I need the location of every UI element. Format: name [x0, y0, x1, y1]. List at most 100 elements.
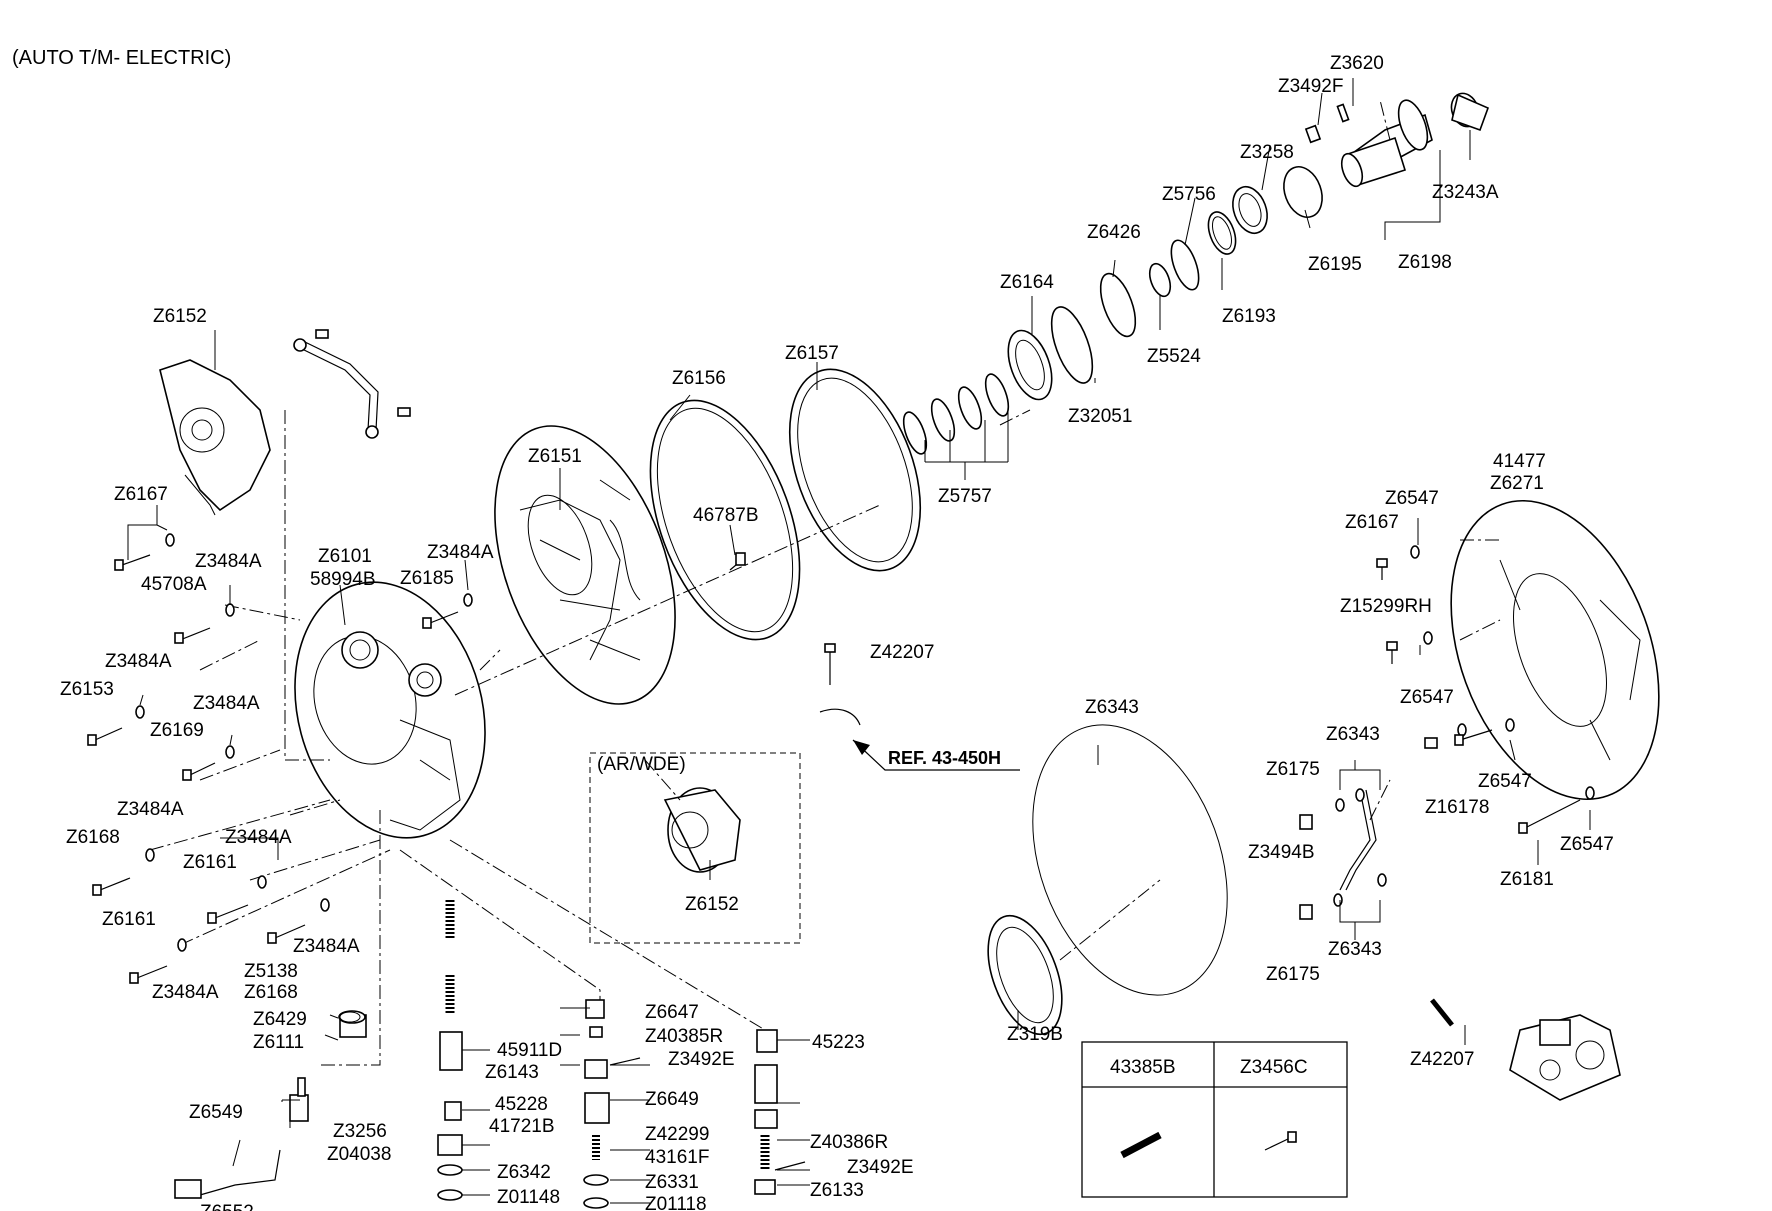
label-z6342[interactable]: Z6342	[497, 1162, 551, 1183]
label-z6547-b[interactable]: Z6547	[1400, 687, 1454, 708]
ref-arrow	[853, 740, 870, 755]
label-z3484a-1[interactable]: Z3484A	[195, 551, 262, 572]
label-45708a[interactable]: 45708A	[141, 574, 207, 595]
ring-part	[1283, 166, 1323, 218]
label-z6271[interactable]: Z6271	[1490, 473, 1544, 494]
label-z6185[interactable]: Z6185	[400, 568, 454, 589]
label-z6547-c[interactable]: Z6547	[1478, 771, 1532, 792]
label-z6547-a[interactable]: Z6547	[1385, 488, 1439, 509]
label-41721b[interactable]: 41721B	[489, 1116, 555, 1137]
seal-part	[987, 914, 1063, 1036]
label-45228[interactable]: 45228	[495, 1094, 548, 1115]
label-z3494b[interactable]: Z3494B	[1248, 842, 1315, 863]
label-z6101[interactable]: Z6101	[318, 546, 372, 567]
bearing-part	[1232, 185, 1268, 235]
label-z42207-mid[interactable]: Z42207	[870, 642, 934, 663]
label-45911d[interactable]: 45911D	[497, 1040, 562, 1061]
label-z6549[interactable]: Z6549	[189, 1102, 243, 1123]
label-z3243a[interactable]: Z3243A	[1432, 182, 1499, 203]
large-o-ring-part	[1032, 724, 1228, 996]
inset-label: (AR/WDE)	[597, 754, 686, 775]
label-z6168-b[interactable]: Z6168	[244, 982, 298, 1003]
label-z6552[interactable]: Z6552	[200, 1202, 254, 1211]
label-z6168-a[interactable]: Z6168	[66, 827, 120, 848]
label-z3484a-7[interactable]: Z3484A	[293, 936, 360, 957]
label-z6343-a[interactable]: Z6343	[1326, 724, 1380, 745]
label-z3484a-3[interactable]: Z3484A	[105, 651, 172, 672]
diagram-title: (AUTO T/M- ELECTRIC)	[12, 47, 231, 69]
spring-part	[1120, 1131, 1162, 1159]
label-z6343-b[interactable]: Z6343	[1328, 939, 1382, 960]
parts-table: 43385B Z3456C	[1081, 1041, 1348, 1198]
label-z6164[interactable]: Z6164	[1000, 272, 1054, 293]
label-z3484a-6[interactable]: Z3484A	[225, 827, 292, 848]
label-z6193[interactable]: Z6193	[1222, 306, 1276, 327]
label-z6195[interactable]: Z6195	[1308, 254, 1362, 275]
label-z3620[interactable]: Z3620	[1330, 53, 1384, 74]
label-z6547-d[interactable]: Z6547	[1560, 834, 1614, 855]
label-z3492e-a[interactable]: Z3492E	[668, 1049, 735, 1070]
ref-label[interactable]: REF. 43-450H	[888, 748, 1001, 768]
label-z6161-b[interactable]: Z6161	[102, 909, 156, 930]
label-z40386r[interactable]: Z40386R	[810, 1132, 888, 1153]
label-z319b[interactable]: Z319B	[1007, 1024, 1063, 1045]
label-z40385r[interactable]: Z40385R	[645, 1026, 723, 1047]
label-z3256[interactable]: Z3256	[333, 1121, 387, 1142]
oil-pump-part	[159, 329, 411, 516]
label-46787b[interactable]: 46787B	[693, 505, 759, 526]
label-z16178[interactable]: Z16178	[1425, 797, 1489, 818]
label-z3484a-5[interactable]: Z3484A	[117, 799, 184, 820]
label-z3484a-4[interactable]: Z3484A	[193, 693, 260, 714]
label-z01118[interactable]: Z01118	[645, 1194, 707, 1211]
label-z6169[interactable]: Z6169	[150, 720, 204, 741]
label-z6181[interactable]: Z6181	[1500, 869, 1554, 890]
label-z6161-a[interactable]: Z6161	[183, 852, 237, 873]
table-header-1: 43385B	[1110, 1057, 1176, 1078]
label-z6111[interactable]: Z6111	[253, 1032, 304, 1053]
label-z6429[interactable]: Z6429	[253, 1009, 307, 1030]
label-43161f[interactable]: 43161F	[645, 1147, 709, 1168]
label-z5756[interactable]: Z5756	[1162, 184, 1216, 205]
label-z32051[interactable]: Z32051	[1068, 406, 1132, 427]
label-z01148[interactable]: Z01148	[497, 1187, 560, 1208]
label-z04038[interactable]: Z04038	[327, 1144, 391, 1165]
valve-parts-column-mid	[583, 999, 641, 1209]
output-shaft-group	[649, 92, 1490, 641]
label-z6152-inset[interactable]: Z6152	[685, 894, 739, 915]
label-z5524[interactable]: Z5524	[1147, 346, 1201, 367]
label-45223[interactable]: 45223	[812, 1032, 865, 1053]
label-z6143[interactable]: Z6143	[485, 1062, 539, 1083]
label-z42207-right[interactable]: Z42207	[1410, 1049, 1474, 1070]
seal-ring-part	[902, 411, 928, 455]
o-ring-part	[1050, 306, 1094, 384]
label-z6167-right[interactable]: Z6167	[1345, 512, 1399, 533]
label-z6151[interactable]: Z6151	[528, 446, 582, 467]
label-z6167-left[interactable]: Z6167	[114, 484, 168, 505]
label-z42299[interactable]: Z42299	[645, 1124, 709, 1145]
label-z15299rh[interactable]: Z15299RH	[1340, 596, 1432, 617]
label-z6426[interactable]: Z6426	[1087, 222, 1141, 243]
label-z6133[interactable]: Z6133	[810, 1180, 864, 1201]
label-z6343-top[interactable]: Z6343	[1085, 697, 1139, 718]
label-z3484a-8[interactable]: Z3484A	[152, 982, 219, 1003]
label-z6175-b[interactable]: Z6175	[1266, 964, 1320, 985]
label-41477[interactable]: 41477	[1493, 451, 1546, 472]
label-z6157[interactable]: Z6157	[785, 343, 839, 364]
label-z5138[interactable]: Z5138	[244, 961, 298, 982]
label-z3484a-2[interactable]: Z3484A	[427, 542, 494, 563]
label-z6198[interactable]: Z6198	[1398, 252, 1452, 273]
label-z6647[interactable]: Z6647	[645, 1002, 699, 1023]
label-z3492f[interactable]: Z3492F	[1278, 76, 1343, 97]
label-58994b[interactable]: 58994B	[310, 569, 376, 590]
label-z6152-top[interactable]: Z6152	[153, 306, 207, 327]
seal-ring-part	[930, 398, 956, 442]
label-z3492e-b[interactable]: Z3492E	[847, 1157, 914, 1178]
label-z6331[interactable]: Z6331	[645, 1172, 699, 1193]
valve-body-part	[1509, 1014, 1621, 1101]
label-z3258[interactable]: Z3258	[1240, 142, 1294, 163]
label-z6156[interactable]: Z6156	[672, 368, 726, 389]
label-z6649[interactable]: Z6649	[645, 1089, 699, 1110]
label-z6153[interactable]: Z6153	[60, 679, 114, 700]
label-z5757[interactable]: Z5757	[938, 486, 992, 507]
label-z6175-a[interactable]: Z6175	[1266, 759, 1320, 780]
